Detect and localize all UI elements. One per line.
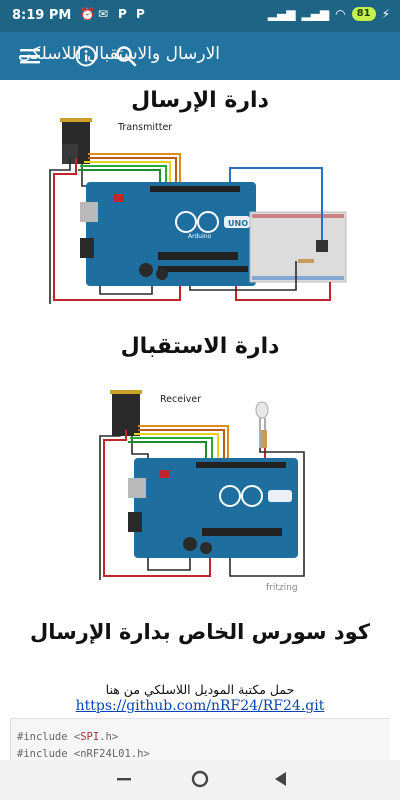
back-icon <box>275 772 286 786</box>
app-bar: الارسال والاستقبال اللاسلكي <box>0 32 400 80</box>
back-button[interactable] <box>274 771 288 791</box>
library-note: حمل مكتبة الموديل اللاسلكي من هنا <box>105 682 295 697</box>
code-line: #include <nRF24L01.h> <box>17 748 150 760</box>
receiver-circuit-diagram: Receiver fritzing <box>99 390 305 593</box>
code-line: #include <SPI.h> <box>17 731 119 743</box>
signal-icon-2: ▂▄▆ <box>301 7 330 21</box>
breadboard <box>249 211 347 283</box>
board-label: UNO <box>228 219 248 228</box>
status-bar: 8:19 PM ⏰ ✉ P P ▂▄▆ ▂▄▆ ◠ 81 ⚡ <box>0 0 400 32</box>
library-link[interactable]: https://github.com/nRF24/RF24.git <box>75 698 325 714</box>
transmitter-circuit-diagram: Transmitter UNO Arduino <box>49 118 347 304</box>
app-notification-icon: P <box>118 7 127 21</box>
pushbutton <box>316 240 328 252</box>
code-block: #include <SPI.h> #include <nRF24L01.h> <box>10 718 390 760</box>
nrf-module-receiver <box>112 392 140 436</box>
wire-yellow <box>84 161 171 184</box>
resistor <box>298 259 314 263</box>
article-content: دارة الإرسال Transmitter UNO Arduino <box>0 80 400 760</box>
menu-button[interactable] <box>14 40 46 72</box>
app-notification-icon-2: P <box>136 7 145 21</box>
receiver-title: دارة الاستقبال <box>120 334 280 359</box>
home-icon <box>191 770 209 788</box>
search-button[interactable] <box>110 40 142 72</box>
menu-icon <box>20 49 40 64</box>
battery-icon: 81 <box>351 7 376 21</box>
code-section-title: كود سورس الخاص بدارة الإرسال <box>29 620 371 644</box>
search-icon <box>116 46 137 67</box>
wire-red <box>53 158 181 301</box>
charging-icon: ⚡ <box>381 7 390 21</box>
wire-blue <box>229 167 323 240</box>
navigation-bar <box>0 760 400 800</box>
app-title: الارسال والاستقبال اللاسلكي <box>18 44 220 64</box>
resistor-receiver <box>261 430 267 448</box>
notification-icon: ✉ <box>98 7 109 21</box>
info-icon <box>75 45 97 67</box>
fritzing-label: fritzing <box>266 583 298 593</box>
wifi-icon: ◠ <box>335 7 346 21</box>
brand-label: Arduino <box>188 233 212 240</box>
arduino-board-receiver <box>134 458 298 558</box>
alarm-icon: ⏰ <box>80 7 95 21</box>
signal-icon: ▂▄▆ <box>267 7 296 21</box>
recents-icon <box>117 778 131 781</box>
wire-orange <box>88 153 181 184</box>
led <box>255 401 269 419</box>
transmitter-title: دارة الإرسال <box>131 88 269 113</box>
info-button[interactable] <box>70 40 102 72</box>
status-time: 8:19 PM <box>12 8 72 23</box>
receiver-label: Receiver <box>160 394 201 405</box>
transmitter-label: Transmitter <box>117 122 172 133</box>
home-button[interactable] <box>191 770 209 792</box>
recents-button[interactable] <box>116 772 132 792</box>
wire-green <box>80 165 167 184</box>
